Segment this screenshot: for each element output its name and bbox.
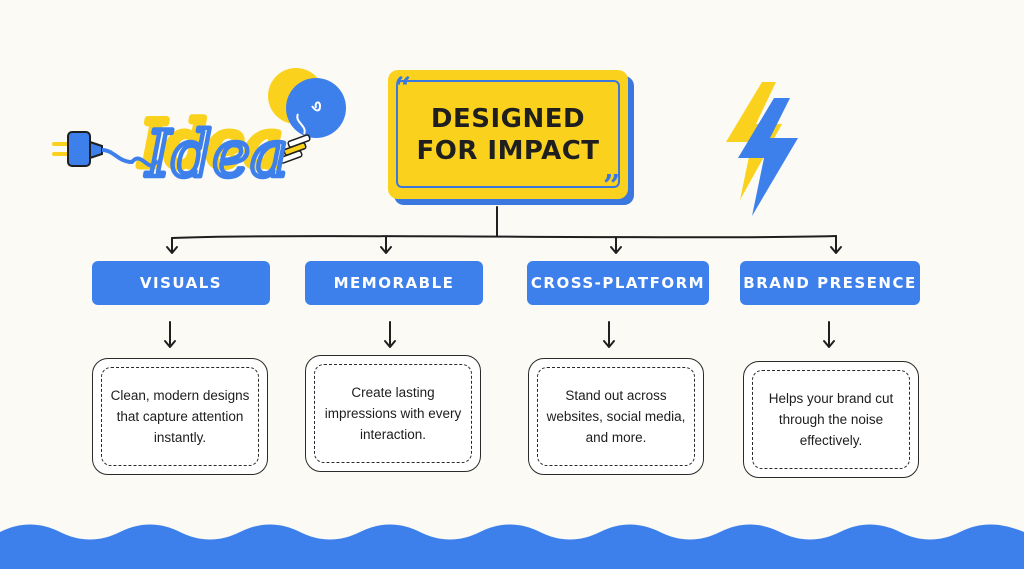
branch-pill-brand-presence: Brand Presence — [740, 261, 920, 305]
lightning-bolt-icon — [726, 82, 798, 216]
branch-label: Cross-Platform — [530, 274, 706, 292]
idea-illustration: Idea Idea — [52, 58, 352, 208]
branch-label: Visuals — [139, 274, 223, 292]
lightbulb-icon — [268, 68, 346, 164]
description-card-brand-presence: Helps your brand cut through the noise e… — [743, 361, 919, 478]
branch-pill-visuals: Visuals — [92, 261, 270, 305]
description-text: Clean, modern designs that capture atten… — [110, 388, 250, 445]
close-quote-mark: ” — [603, 169, 621, 204]
plug-icon — [52, 131, 133, 167]
description-card-memorable: Create lasting impressions with every in… — [305, 355, 481, 472]
idea-word: Idea — [145, 118, 288, 192]
bottom-wave-decoration — [0, 524, 1024, 569]
description-text: Helps your brand cut through the noise e… — [768, 391, 894, 448]
title-card-frame — [396, 80, 620, 188]
description-text: Stand out across websites, social media,… — [546, 388, 686, 445]
open-quote-mark: “ — [394, 71, 412, 106]
page-title: Designed for Impact — [416, 103, 600, 166]
description-text: Create lasting impressions with every in… — [324, 385, 462, 442]
idea-word-shadow: Idea — [139, 108, 282, 182]
branch-label: Memorable — [333, 274, 455, 292]
branch-label: Brand Presence — [743, 274, 917, 292]
title-card — [388, 70, 628, 199]
branch-pill-cross-platform: Cross-Platform — [527, 261, 709, 305]
description-card-visuals: Clean, modern designs that capture atten… — [92, 358, 268, 475]
branch-pill-memorable: Memorable — [305, 261, 483, 305]
description-card-cross-platform: Stand out across websites, social media,… — [528, 358, 704, 475]
